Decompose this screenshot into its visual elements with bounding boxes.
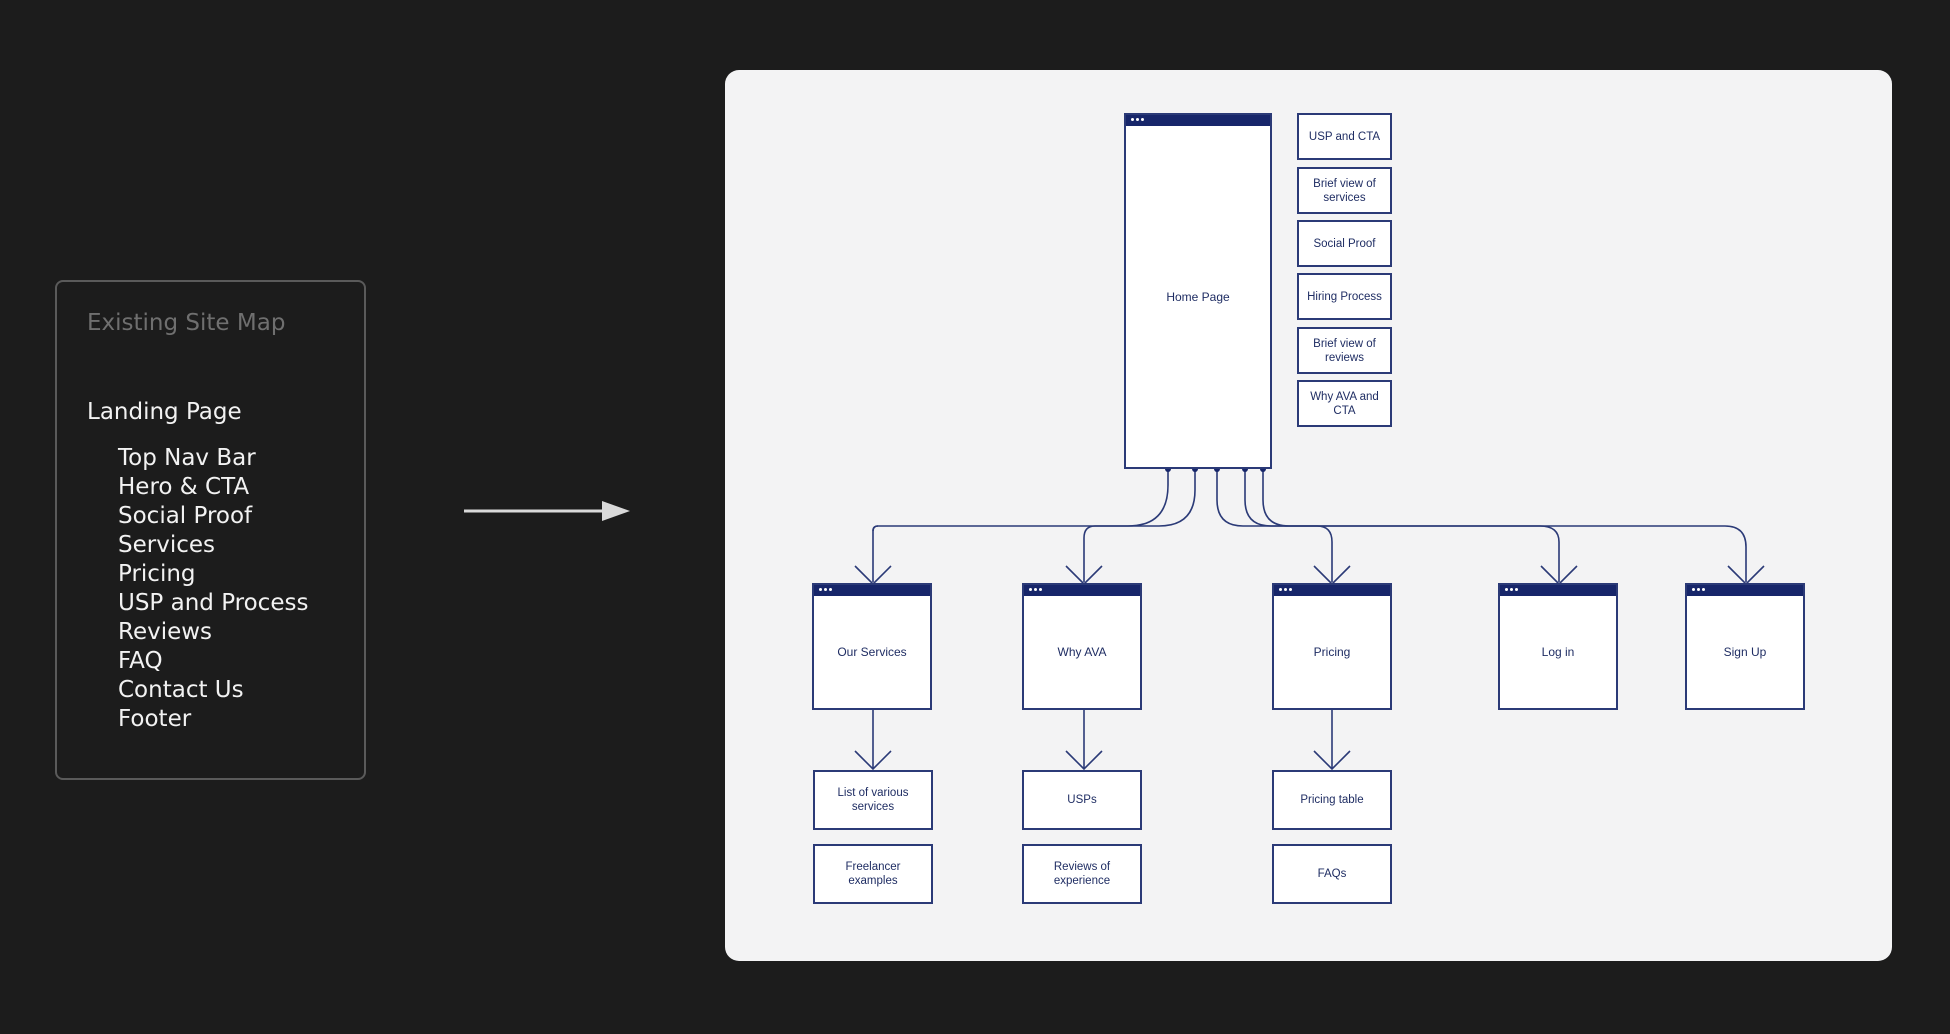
- home-section-box: Social Proof: [1297, 220, 1392, 267]
- existing-site-map-card: Existing Site Map Landing Page Top Nav B…: [55, 280, 366, 780]
- existing-site-map-title: Existing Site Map: [87, 310, 286, 336]
- section-item: Hero & CTA: [118, 474, 250, 500]
- right-arrow-icon: [464, 501, 630, 521]
- new-site-map-canvas: Home Page USP and CTA Brief view of serv…: [725, 70, 1892, 961]
- landing-page-sections: Top Nav Bar Hero & CTA Social Proof Serv…: [118, 444, 308, 734]
- arrowhead: [1313, 750, 1351, 771]
- page-node-sign-up: Sign Up: [1685, 583, 1805, 710]
- content-box: Freelancer examples: [813, 844, 933, 904]
- connector-lines: [854, 466, 1765, 771]
- page-node-log-in: Log in: [1498, 583, 1618, 710]
- page-node-pricing: Pricing: [1272, 583, 1392, 710]
- section-item: Reviews: [118, 619, 213, 645]
- window-bar: [814, 585, 930, 596]
- connector-pricing: [1216, 468, 1333, 582]
- connector-why-ava: [1083, 468, 1196, 582]
- arrowhead: [1065, 750, 1103, 771]
- home-section-box: USP and CTA: [1297, 113, 1392, 160]
- page-node-our-services: Our Services: [812, 583, 932, 710]
- home-section-box: Why AVA and CTA: [1297, 380, 1392, 427]
- section-item: Top Nav Bar: [118, 445, 256, 471]
- section-item: Contact Us: [118, 677, 244, 703]
- section-item: USP and Process: [118, 590, 309, 616]
- content-box: USPs: [1022, 770, 1142, 830]
- landing-page-label: Landing Page: [87, 399, 242, 425]
- page-label: Pricing: [1313, 645, 1351, 659]
- content-box: Pricing table: [1272, 770, 1392, 830]
- arrowhead: [854, 750, 892, 771]
- page-node-why-ava: Why AVA: [1022, 583, 1142, 710]
- window-bar: [1274, 585, 1390, 596]
- home-section-box: Brief view of services: [1297, 167, 1392, 214]
- section-item: FAQ: [118, 648, 163, 674]
- content-box: Reviews of experience: [1022, 844, 1142, 904]
- window-bar: [1024, 585, 1140, 596]
- content-box: FAQs: [1272, 844, 1392, 904]
- home-page-node: Home Page: [1124, 113, 1272, 469]
- home-page-label: Home Page: [1166, 289, 1230, 304]
- home-section-box: Hiring Process: [1297, 273, 1392, 320]
- page-label: Log in: [1541, 645, 1575, 659]
- window-bar: [1126, 115, 1270, 126]
- connector-log-in: [1244, 468, 1560, 582]
- page-label: Why AVA: [1057, 645, 1107, 659]
- window-bar: [1500, 585, 1616, 596]
- window-bar: [1687, 585, 1803, 596]
- section-item: Social Proof: [118, 503, 253, 529]
- connector-sign-up: [1262, 468, 1747, 582]
- page-label: Our Services: [837, 645, 907, 659]
- home-section-box: Brief view of reviews: [1297, 327, 1392, 374]
- connector-our-services: [872, 468, 1169, 582]
- page-label: Sign Up: [1723, 645, 1767, 659]
- content-box: List of various services: [813, 770, 933, 830]
- section-item: Services: [118, 532, 215, 558]
- section-item: Footer: [118, 706, 192, 732]
- section-item: Pricing: [118, 561, 196, 587]
